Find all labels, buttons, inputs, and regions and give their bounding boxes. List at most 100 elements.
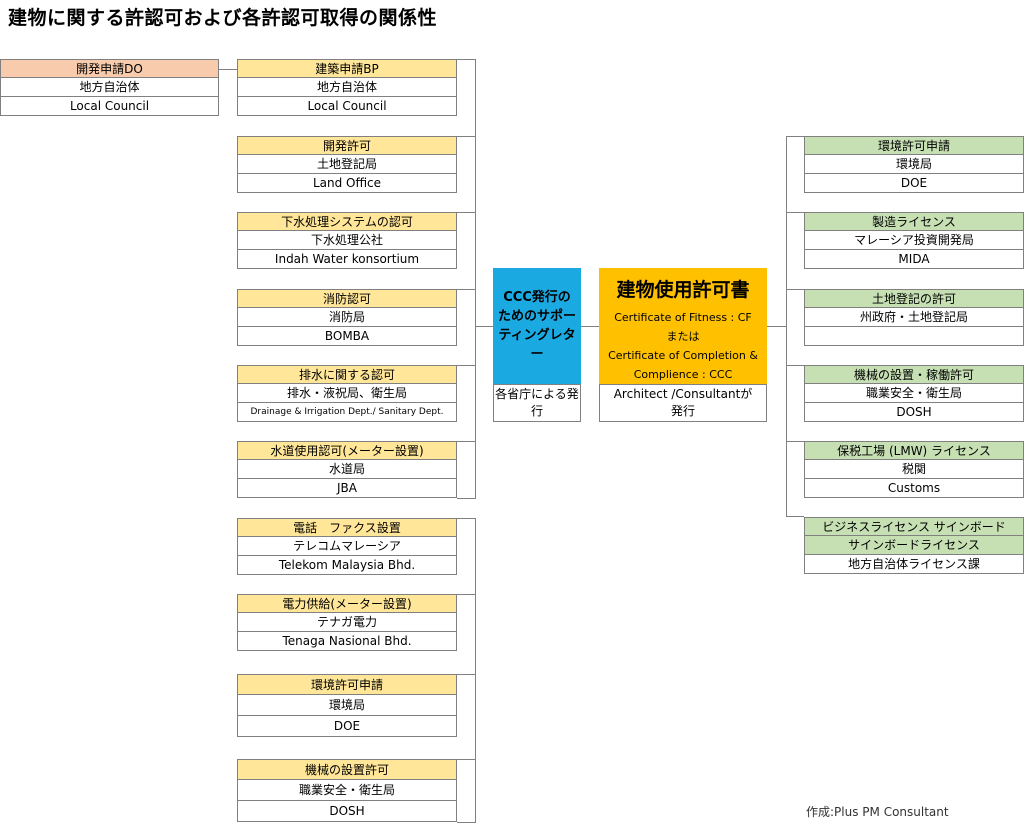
permit-header: 下水処理システムの認可 [237,212,457,231]
permit-header: 開発許可 [237,136,457,155]
connector-line [786,136,787,517]
permit-box-right: 製造ライセンス マレーシア投資開発局 MIDA [804,212,1024,269]
permit-authority: テナガ電力 [237,613,457,632]
permit-authority-en: Indah Water konsortium [237,250,457,269]
permit-box-left: 機械の設置許可 職業安全・衛生局 DOSH [237,759,457,822]
cert-line-3: Certificate of Completion & [608,349,758,362]
permit-header: 機械の設置・稼働許可 [804,365,1024,384]
permit-box-left: 水道使用認可(メーター設置) 水道局 JBA [237,441,457,498]
permit-authority-en: Local Council [0,97,219,116]
permit-authority: 地方自治体 [0,78,219,97]
permit-authority-en: JBA [237,479,457,498]
connector-line [457,674,475,675]
permit-box-right: ビジネスライセンス サインボード サインボードライセンス 地方自治体ライセンス課 [804,517,1024,574]
permit-authority: 職業安全・衛生局 [804,384,1024,403]
permit-header: ビジネスライセンス サインボード [804,517,1024,536]
permit-box-right: 機械の設置・稼働許可 職業安全・衛生局 DOSH [804,365,1024,422]
permit-box-right: 環境許可申請 環境局 DOE [804,136,1024,193]
cert-line-1: Certificate of Fitness : CF [614,311,752,324]
permit-header: 建築申請BP [237,59,457,78]
permit-authority: 税関 [804,460,1024,479]
connector-line [475,518,476,823]
building-use-permit-title: 建物使用許可書 [616,279,750,301]
credit-text: 作成:Plus PM Consultant [806,805,949,819]
permit-authority: 排水・液祝局、衛生局 [237,384,457,403]
connector-line [786,136,804,137]
permit-authority: テレコムマレーシア [237,537,457,556]
connector-line [786,516,804,517]
cert-line-4: Complience : CCC [633,368,733,381]
permit-header: 消防認可 [237,289,457,308]
permit-header: 製造ライセンス [804,212,1024,231]
permit-authority-en: Land Office [237,174,457,193]
permit-header: 水道使用認可(メーター設置) [237,441,457,460]
permit-header: 土地登記の許可 [804,289,1024,308]
issuer-line-1: Architect /Consultantが [613,387,753,401]
building-use-permit-issuer: Architect /Consultantが 発行 [599,384,767,422]
cert-line-2: または [666,330,700,343]
connector-line [457,136,475,137]
permit-header: 環境許可申請 [237,674,457,695]
connector-line [786,365,804,366]
permit-header: 保税工場 (LMW) ライセンス [804,441,1024,460]
permit-authority: 環境局 [237,695,457,716]
permit-authority-en: Tenaga Nasional Bhd. [237,632,457,651]
supporting-letter-issuer: 各省庁による発行 [493,384,581,422]
permit-authority: サインボードライセンス [804,536,1024,555]
permit-box-left: 建築申請BP 地方自治体 Local Council [237,59,457,116]
connector-line [457,594,475,595]
connector-line [786,441,804,442]
supporting-letter-box: CCC発行のためのサポーティングレター [493,268,581,384]
permit-box-left: 電話 ファクス設置 テレコムマレーシア Telekom Malaysia Bhd… [237,518,457,575]
building-use-permit-box: 建物使用許可書 Certificate of Fitness : CF または … [599,268,767,384]
connector-line [457,365,475,366]
connector-line [767,326,786,327]
permit-authority: 環境局 [804,155,1024,174]
permit-box-left: 電力供給(メーター設置) テナガ電力 Tenaga Nasional Bhd. [237,594,457,651]
permit-authority-en: Customs [804,479,1024,498]
permit-authority-en: DOE [237,716,457,737]
permit-header: 環境許可申請 [804,136,1024,155]
page-title: 建物に関する許認可および各許認可取得の関係性 [8,7,438,29]
connector-line [581,326,599,327]
permit-header: 電話 ファクス設置 [237,518,457,537]
permit-authority-en: Drainage & Irrigation Dept./ Sanitary De… [237,403,457,422]
permit-authority: マレーシア投資開発局 [804,231,1024,250]
permit-authority-en: MIDA [804,250,1024,269]
permit-box-do: 開発申請DO 地方自治体 Local Council [0,59,219,116]
connector-line [219,69,237,70]
connector-line [457,822,475,823]
connector-line [786,212,804,213]
connector-line [457,441,475,442]
permit-header: 機械の設置許可 [237,759,457,780]
connector-line [457,498,475,499]
connector-line [457,289,475,290]
permit-authority: 水道局 [237,460,457,479]
permit-header: 電力供給(メーター設置) [237,594,457,613]
permit-authority-en: DOE [804,174,1024,193]
permit-box-left: 排水に関する認可 排水・液祝局、衛生局 Drainage & Irrigatio… [237,365,457,422]
permit-authority: 職業安全・衛生局 [237,780,457,801]
permit-authority-en [804,327,1024,346]
connector-line [475,326,493,327]
permit-header: 開発申請DO [0,59,219,78]
connector-line [786,289,804,290]
permit-box-left: 下水処理システムの認可 下水処理公社 Indah Water konsortiu… [237,212,457,269]
permit-header: 排水に関する認可 [237,365,457,384]
permit-box-left: 消防認可 消防局 BOMBA [237,289,457,346]
connector-line [457,59,475,60]
permit-authority: 消防局 [237,308,457,327]
permit-box-left: 開発許可 土地登記局 Land Office [237,136,457,193]
permit-authority-en: DOSH [804,403,1024,422]
connector-line [457,759,475,760]
permit-authority: 土地登記局 [237,155,457,174]
permit-authority-en: 地方自治体ライセンス課 [804,555,1024,574]
permit-box-right: 土地登記の許可 州政府・土地登記局 [804,289,1024,346]
connector-line [475,59,476,499]
permit-authority-en: Local Council [237,97,457,116]
permit-authority: 下水処理公社 [237,231,457,250]
issuer-line-2: 発行 [670,404,695,418]
permit-box-left: 環境許可申請 環境局 DOE [237,674,457,737]
permit-box-right: 保税工場 (LMW) ライセンス 税関 Customs [804,441,1024,498]
permit-authority: 州政府・土地登記局 [804,308,1024,327]
